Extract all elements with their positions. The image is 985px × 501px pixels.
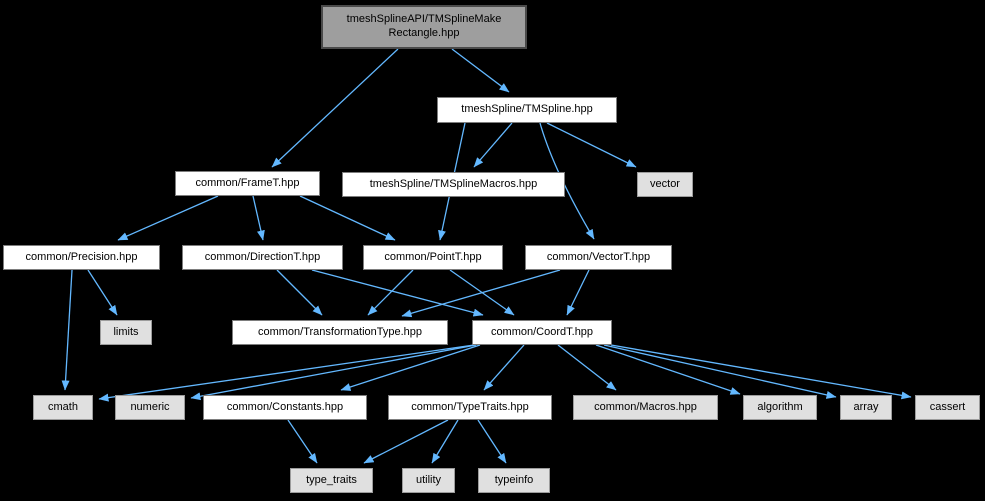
node-type-traits: type_traits: [290, 468, 373, 493]
node-utility: utility: [402, 468, 455, 493]
node-macros[interactable]: common/Macros.hpp: [573, 395, 718, 420]
edge-framet-to-precision: [117, 195, 219, 241]
edge-pointt-to-transformationtype: [367, 269, 414, 316]
edge-coordt-to-array: [603, 344, 837, 399]
node-cmath: cmath: [33, 395, 93, 420]
edge-makerectangle-to-tmspline: [451, 48, 510, 93]
edge-coordt-to-typetraits: [483, 344, 525, 391]
edge-precision-to-limits: [87, 269, 118, 316]
node-transformationtype[interactable]: common/TransformationType.hpp: [232, 320, 448, 345]
node-tmsplinemakerectangle: tmeshSplineAPI/TMSplineMake Rectangle.hp…: [321, 5, 527, 49]
edge-framet-to-pointt: [299, 195, 396, 241]
node-precision[interactable]: common/Precision.hpp: [3, 245, 160, 270]
edge-typetraits-to-utility: [431, 419, 459, 464]
edge-directiont-to-coordt: [311, 269, 484, 317]
edge-directiont-to-transformationtype: [276, 269, 323, 316]
edge-typetraits-to-typeinfo: [477, 419, 507, 464]
node-pointt[interactable]: common/PointT.hpp: [363, 245, 503, 270]
node-directiont[interactable]: common/DirectionT.hpp: [182, 245, 343, 270]
edge-coordt-to-macros: [557, 344, 617, 391]
node-limits: limits: [100, 320, 152, 345]
node-vector: vector: [637, 172, 693, 197]
edge-tmspline-to-vectort: [539, 122, 595, 240]
edge-coordt-to-algorithm: [595, 344, 741, 395]
edge-tmspline-to-vector: [546, 122, 637, 168]
node-algorithm: algorithm: [743, 395, 817, 420]
edge-tmspline-to-tmsplinemacros: [473, 122, 513, 168]
edge-coordt-to-constants: [340, 344, 481, 391]
edge-coordt-to-cmath: [98, 344, 475, 402]
node-numeric: numeric: [115, 395, 185, 420]
node-cassert: cassert: [915, 395, 980, 420]
edge-coordt-to-cassert: [610, 344, 912, 400]
node-framet[interactable]: common/FrameT.hpp: [175, 171, 320, 196]
edge-typetraits-to-type-traits: [363, 419, 449, 464]
edge-framet-to-directiont: [252, 195, 265, 241]
node-array: array: [840, 395, 892, 420]
node-typeinfo: typeinfo: [478, 468, 550, 493]
edge-constants-to-type-traits: [287, 419, 318, 464]
edge-coordt-to-numeric: [190, 344, 477, 401]
edge-precision-to-cmath: [61, 269, 73, 391]
node-typetraits[interactable]: common/TypeTraits.hpp: [388, 395, 552, 420]
node-coordt[interactable]: common/CoordT.hpp: [472, 320, 612, 345]
edge-vectort-to-transformationtype: [401, 269, 561, 318]
edge-vectort-to-coordt: [566, 269, 590, 316]
edge-makerectangle-to-framet: [271, 48, 399, 168]
node-vectort[interactable]: common/VectorT.hpp: [525, 245, 672, 270]
node-tmspline[interactable]: tmeshSpline/TMSpline.hpp: [437, 97, 617, 123]
node-constants[interactable]: common/Constants.hpp: [203, 395, 367, 420]
node-tmsplinemacros[interactable]: tmeshSpline/TMSplineMacros.hpp: [342, 172, 565, 197]
